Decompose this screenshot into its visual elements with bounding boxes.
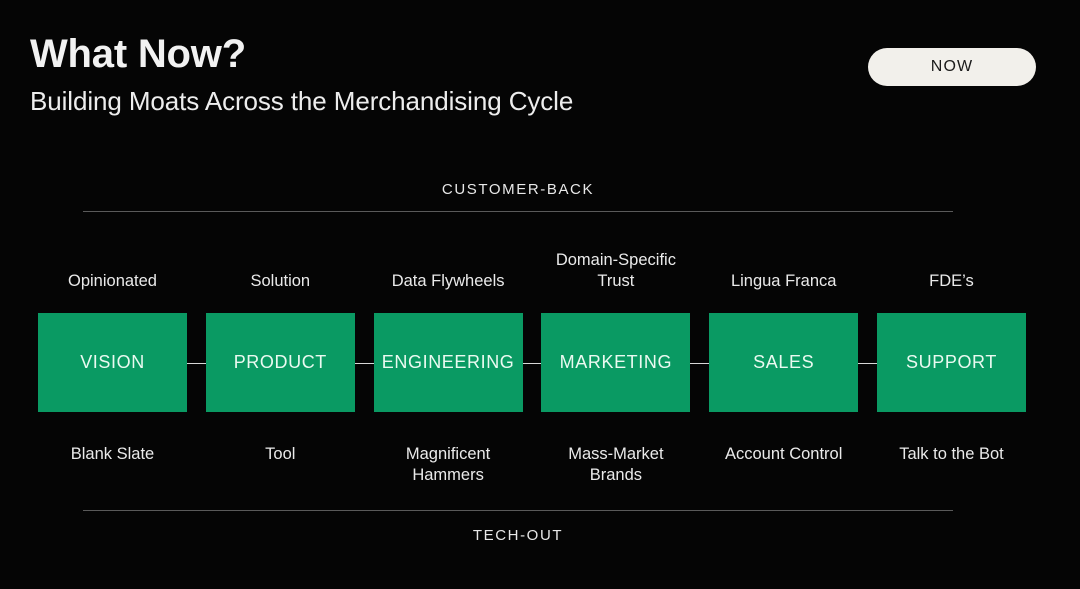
stage-box-label: SALES [753,352,815,372]
stage-top-label: Data Flywheels [391,272,505,291]
stage-top-label: Domain-Specific Trust [555,251,676,291]
slide-header: What Now? Building Moats Across the Merc… [30,34,1036,134]
stage-box-label: SUPPORT [906,352,997,372]
stage-product: Solution PRODUCT Tool [205,234,374,470]
stage-box-vision[interactable]: VISION [38,313,206,412]
status-badge-now: NOW [868,48,1036,86]
stage-engineering: Data Flywheels ENGINEERING Magnificent H… [373,234,542,484]
stage-box-marketing[interactable]: MARKETING [541,313,710,412]
stage-box-label: VISION [80,352,145,372]
stage-box-engineering[interactable]: ENGINEERING [373,313,542,412]
stage-connector-line [690,362,710,364]
stage-connector-line [522,362,542,364]
tech-out-caption: TECH-OUT [472,527,564,544]
stage-box-label: ENGINEERING [381,352,515,372]
stage-connector-line [354,362,374,364]
stage-box-sales[interactable]: SALES [709,313,878,412]
stage-connector-line [858,362,878,364]
stage-marketing: Domain-Specific Trust MARKETING Mass-Mar… [541,234,710,484]
top-divider [83,211,953,212]
stage-vision: Opinionated VISION Blank Slate [38,234,206,470]
page-title: What Now? [30,32,246,76]
stage-bottom-label: Mass-Market Brands [568,445,664,484]
stage-connector-line [187,362,206,364]
stage-bottom-label: Magnificent Hammers [405,445,491,484]
stage-sales: Lingua Franca SALES Account Control [709,234,878,470]
stage-box-support[interactable]: SUPPORT [876,313,1026,412]
stage-bottom-label: Account Control [724,445,843,463]
bottom-divider [83,510,953,511]
page-subtitle: Building Moats Across the Merchandising … [30,86,574,116]
stage-top-label: Solution [250,272,311,291]
stage-box-label: PRODUCT [233,352,327,372]
stage-box-label: MARKETING [559,352,673,372]
stage-support: FDE’s SUPPORT Talk to the Bot [876,234,1026,470]
merchandising-cycle-diagram: Opinionated VISION Blank Slate Solution … [38,234,1026,484]
stage-bottom-label: Tool [265,445,296,463]
stage-bottom-label: Blank Slate [70,445,155,463]
stage-top-label: Lingua Franca [730,272,837,291]
stage-bottom-label: Talk to the Bot [899,445,1004,463]
stage-top-label: Opinionated [68,272,157,291]
customer-back-caption: CUSTOMER-BACK [441,181,595,198]
stage-box-product[interactable]: PRODUCT [205,313,374,412]
stage-top-label: FDE’s [929,272,974,291]
